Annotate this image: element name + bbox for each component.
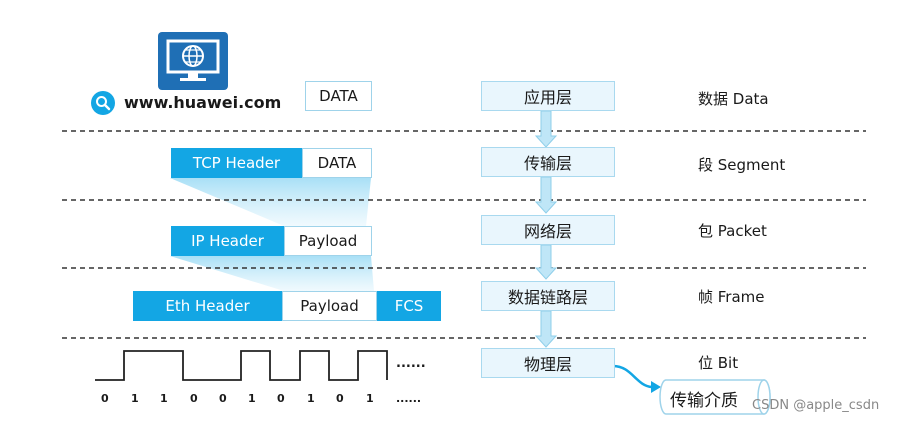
eth-payload-box: Payload (282, 291, 377, 321)
medium-label: 传输介质 (670, 391, 738, 411)
layer-application: 应用层 (481, 81, 615, 111)
tcp-data-box: DATA (302, 148, 372, 178)
layer-datalink: 数据链路层 (481, 281, 615, 311)
bit-label: 1 (248, 392, 256, 405)
bit-label: 0 (277, 392, 285, 405)
bit-label: 1 (131, 392, 139, 405)
layer-transport: 传输层 (481, 147, 615, 177)
ip-header-box: IP Header (171, 226, 284, 256)
bit-label: 1 (366, 392, 374, 405)
ip-payload-box: Payload (284, 226, 372, 256)
search-icon (91, 91, 115, 115)
computer-icon (158, 32, 228, 90)
unit-frame: 帧 Frame (698, 288, 765, 306)
url-text: www.huawei.com (124, 93, 282, 112)
unit-segment: 段 Segment (698, 156, 786, 174)
layer-physical: 物理层 (481, 348, 615, 378)
app-data-box: DATA (305, 81, 372, 111)
unit-data: 数据 Data (698, 90, 769, 108)
tcp-header-box: TCP Header (171, 148, 302, 178)
layer-arrows (534, 110, 558, 348)
bits-ellipsis: ...... (396, 392, 422, 405)
bit-label: 1 (160, 392, 168, 405)
bit-label: 0 (219, 392, 227, 405)
funnel-ip-to-eth (170, 256, 374, 291)
bit-label: 0 (190, 392, 198, 405)
watermark: CSDN @apple_csdn (752, 398, 880, 413)
layer-network: 网络层 (481, 215, 615, 245)
funnel-tcp-to-ip (170, 178, 371, 226)
unit-bit: 位 Bit (698, 354, 739, 372)
fcs-box: FCS (377, 291, 441, 321)
bit-label: 0 (336, 392, 344, 405)
unit-packet: 包 Packet (698, 222, 767, 240)
waveform-ellipsis: ...... (396, 356, 426, 371)
signal-waveform (95, 350, 388, 381)
medium-arrow (612, 364, 653, 389)
bit-label: 0 (101, 392, 109, 405)
bit-label: 1 (307, 392, 315, 405)
medium-cylinder (659, 379, 771, 415)
eth-header-box: Eth Header (133, 291, 282, 321)
